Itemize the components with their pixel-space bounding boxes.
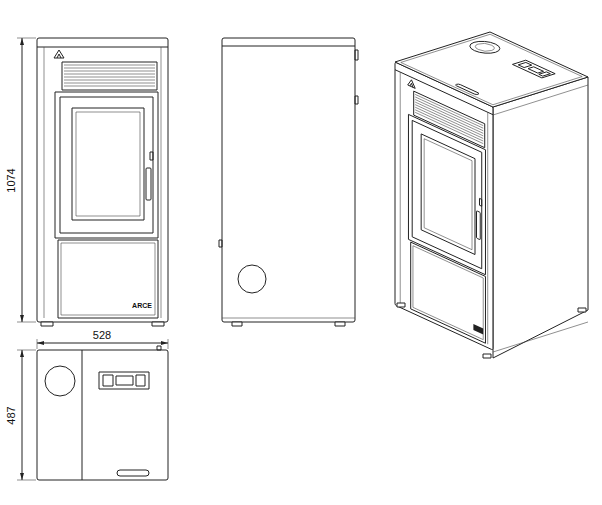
side-view	[355, 96, 358, 104]
side-view	[238, 265, 266, 293]
side-view	[222, 38, 355, 322]
perspective-view	[395, 62, 493, 350]
dimension-label: 528	[93, 330, 111, 341]
dimension-line	[17, 350, 36, 480]
side-view	[219, 38, 358, 326]
dimension-line	[37, 339, 38, 349]
dimension-line	[20, 350, 24, 480]
perspective-view	[493, 322, 588, 352]
perspective-view	[539, 72, 551, 76]
top-view	[37, 350, 168, 480]
dimension-line	[37, 343, 168, 344]
perspective-view	[395, 62, 493, 350]
side-view	[219, 240, 222, 247]
perspective-view	[401, 34, 582, 105]
dimension-line	[17, 322, 36, 323]
front-view	[152, 322, 164, 326]
perspective-view	[455, 84, 480, 95]
dimension-line	[168, 339, 169, 349]
top-view	[82, 350, 83, 480]
perspective-view	[397, 303, 405, 307]
side-view	[335, 322, 345, 326]
side-view	[355, 50, 358, 60]
perspective-view	[493, 77, 588, 358]
top-view	[45, 366, 75, 396]
top-view	[116, 376, 133, 385]
perspective-view	[464, 39, 506, 56]
side-view	[222, 46, 355, 47]
side-view	[222, 318, 355, 319]
dimension-line	[17, 480, 36, 481]
perspective-view	[578, 308, 586, 312]
dimension-line	[37, 339, 168, 349]
perspective-view	[512, 60, 555, 78]
side-view	[232, 322, 242, 326]
dimension-line	[17, 38, 36, 322]
dimension-line	[20, 38, 24, 322]
top-view	[37, 346, 168, 480]
dimension-line	[17, 350, 36, 351]
perspective-view	[528, 67, 544, 73]
perspective-view	[483, 354, 491, 358]
perspective-view	[395, 32, 588, 107]
dimension-label: 1074	[6, 168, 17, 192]
perspective-view	[473, 324, 483, 335]
perspective-view	[493, 85, 588, 352]
dimension-line	[22, 350, 23, 480]
dimension-label: 487	[5, 406, 16, 424]
perspective-view	[471, 42, 498, 53]
dimension-line	[22, 38, 23, 322]
perspective-view	[395, 62, 493, 350]
perspective-view	[401, 34, 582, 105]
top-view	[157, 346, 161, 350]
top-view	[136, 375, 145, 386]
dimension-line	[17, 38, 36, 39]
front-view	[41, 322, 53, 326]
brand-logo: ARCE	[132, 302, 152, 309]
top-view	[103, 375, 113, 386]
perspective-view	[518, 62, 531, 67]
perspective-view	[395, 32, 588, 358]
top-view	[117, 470, 149, 476]
front-view	[37, 38, 168, 322]
front-view	[37, 38, 168, 326]
top-view	[99, 372, 149, 389]
dimension-line	[37, 341, 168, 345]
